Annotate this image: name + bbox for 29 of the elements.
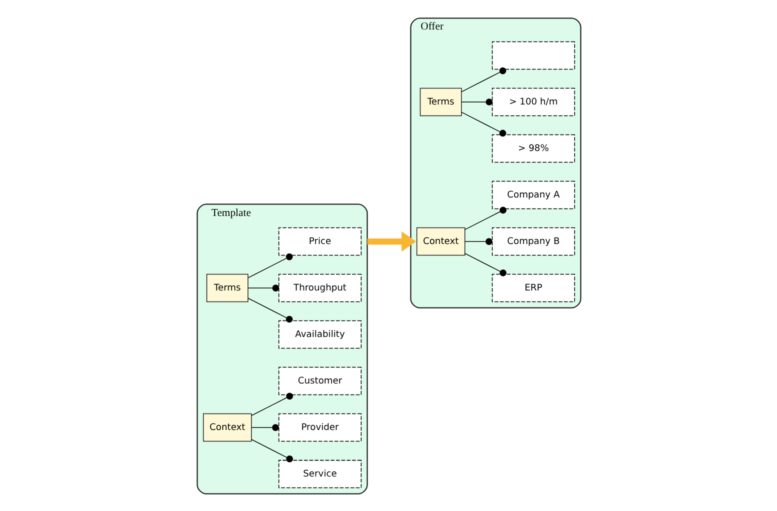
- connector: [250, 438, 293, 462]
- node-box: Context: [202, 412, 252, 442]
- connector: [247, 297, 292, 322]
- node-box: Service: [278, 459, 362, 488]
- node-box: Availability: [278, 320, 362, 348]
- node-box: Provider: [278, 412, 362, 442]
- connector: [464, 206, 506, 230]
- node-box: ERP: [491, 273, 574, 302]
- node-box: Throughput: [278, 273, 362, 302]
- node-box: Company A: [491, 180, 574, 209]
- connector: [247, 284, 279, 291]
- connector: [464, 252, 506, 276]
- node-box: Terms: [206, 273, 248, 302]
- connector: [250, 392, 293, 416]
- connector: [247, 252, 292, 278]
- arrow: [366, 230, 416, 252]
- connector: [464, 238, 492, 244]
- node-box: Customer: [278, 366, 362, 395]
- node-box: [491, 40, 574, 70]
- node-box: > 98%: [491, 134, 574, 162]
- connector: [460, 111, 506, 136]
- node-box: Price: [278, 226, 362, 256]
- connector: [460, 66, 506, 92]
- node-box: Context: [416, 226, 465, 256]
- connector: [460, 98, 492, 105]
- node-box: Terms: [419, 87, 462, 116]
- node-box: Company B: [491, 226, 574, 256]
- node-box: > 100 h/m: [491, 87, 574, 116]
- connector: [250, 424, 278, 430]
